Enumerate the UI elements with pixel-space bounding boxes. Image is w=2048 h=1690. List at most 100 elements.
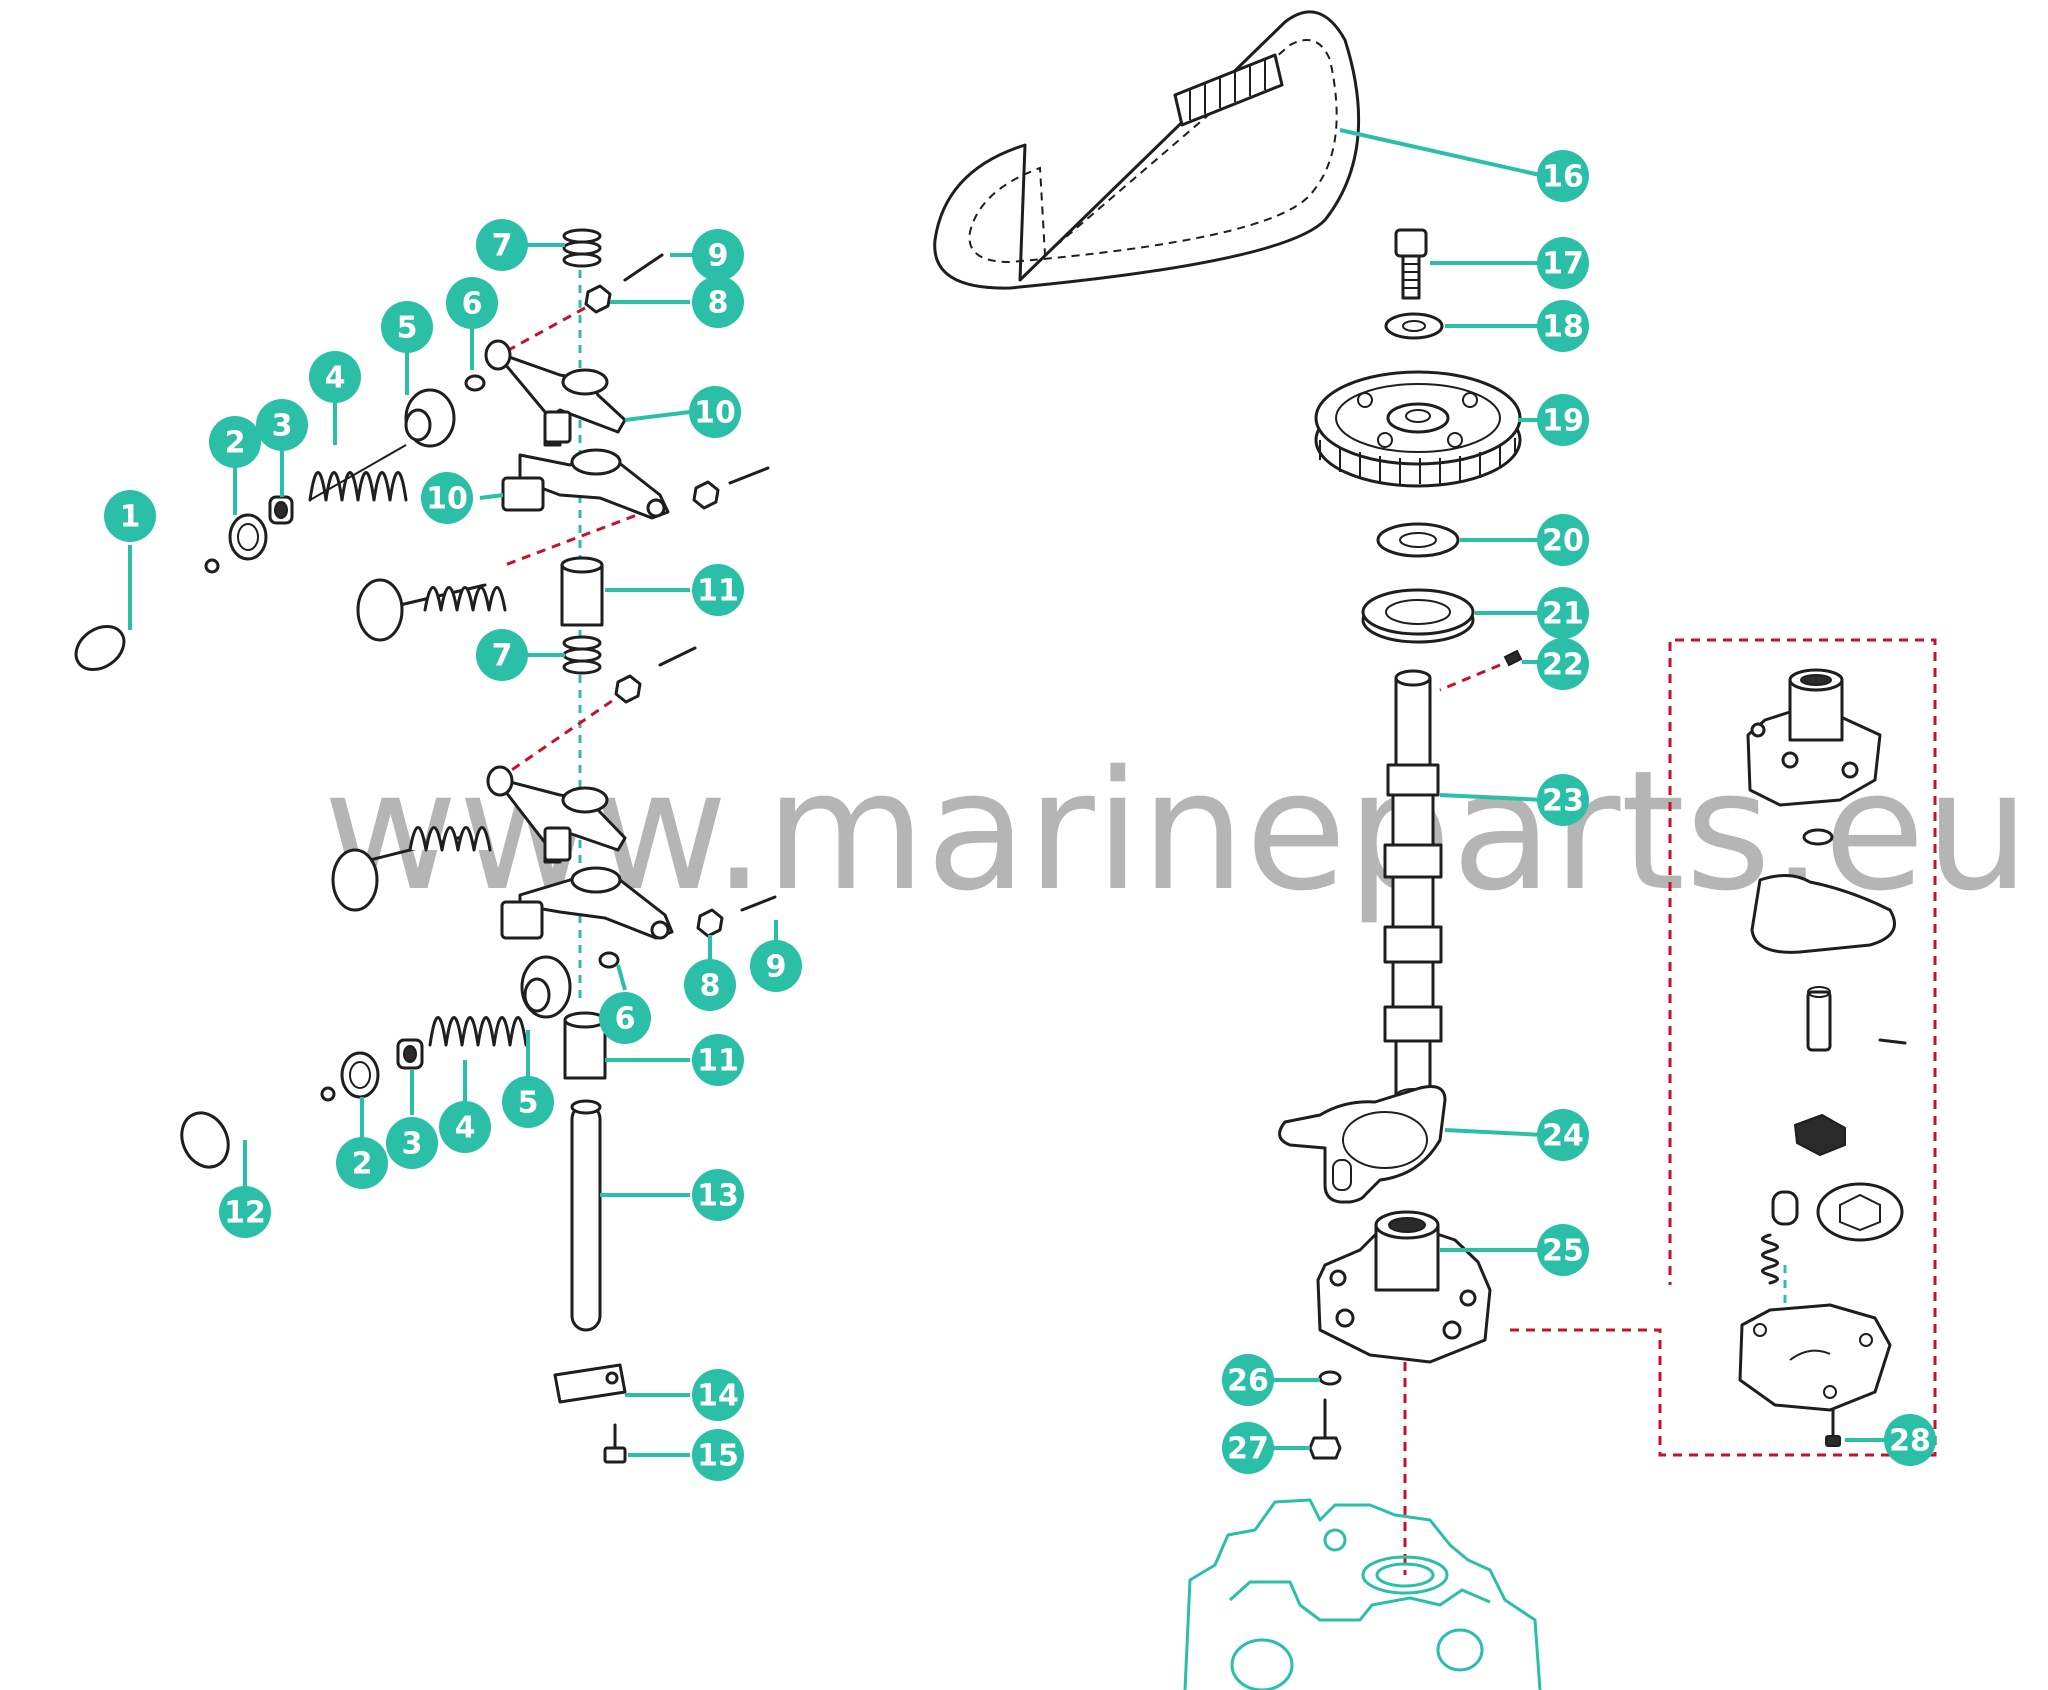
pump-seal-ring (1750, 874, 1896, 954)
callout-circle (1537, 150, 1589, 202)
alignment-line (504, 508, 651, 567)
callout-badge-9: 9 (750, 940, 802, 992)
tappet (560, 556, 604, 627)
callout-badge-7: 7 (476, 629, 528, 681)
callout-label: 27 (1227, 1432, 1269, 1467)
callout-circle (1537, 638, 1589, 690)
callout-badge-5: 5 (502, 1076, 554, 1128)
callout-badge-15: 15 (692, 1429, 744, 1481)
alignment-line (504, 306, 586, 354)
valvetrain-assembly (74, 228, 777, 1464)
callout-circle (1537, 300, 1589, 352)
callout-circle (309, 351, 361, 403)
callout-label: 6 (615, 1002, 636, 1037)
valve-washer (340, 1051, 380, 1099)
callout-circle (209, 416, 261, 468)
callout-circle (1537, 394, 1589, 446)
callout-circle (599, 992, 651, 1044)
callout-badge-7: 7 (476, 219, 528, 271)
callout-label: 11 (697, 574, 739, 609)
callout-circle (1537, 774, 1589, 826)
callout-circle (692, 1034, 744, 1086)
callout-badge-4: 4 (439, 1101, 491, 1153)
inner-rotor (1793, 1113, 1846, 1157)
callout-label: 17 (1542, 247, 1584, 282)
adjusting-screw (740, 895, 777, 912)
callout-label: 14 (697, 1379, 739, 1414)
pump-base-plate (1738, 1303, 1892, 1412)
callout-label: 13 (697, 1179, 739, 1214)
callout-label: 7 (492, 229, 513, 264)
callout-label: 1 (120, 500, 141, 535)
callout-circle (692, 1169, 744, 1221)
callout-label: 2 (352, 1147, 373, 1182)
callout-badge-10: 10 (421, 472, 473, 524)
callout-circle (692, 229, 744, 281)
callout-label: 7 (492, 639, 513, 674)
oil-seal (1361, 588, 1475, 644)
callout-circle (692, 1369, 744, 1421)
callout-circle (750, 940, 802, 992)
oil-pump-cover-detail (1746, 668, 1882, 807)
callout-label: 3 (402, 1127, 423, 1162)
callout-badge-18: 18 (1537, 300, 1589, 352)
spring-retainer (404, 388, 456, 448)
callout-badge-8: 8 (692, 276, 744, 328)
callout-badge-11: 11 (692, 1034, 744, 1086)
callout-badge-13: 13 (692, 1169, 744, 1221)
adjusting-screw (728, 466, 770, 485)
callout-badge-24: 24 (1537, 1109, 1589, 1161)
adjuster-nut (584, 284, 612, 314)
callout-badge-6: 6 (446, 277, 498, 329)
callout-badge-14: 14 (692, 1369, 744, 1421)
callout-label: 4 (455, 1111, 476, 1146)
push-rod (570, 1099, 602, 1332)
callout-circle (1222, 1422, 1274, 1474)
callout-badge-17: 17 (1537, 237, 1589, 289)
callout-circle (336, 1137, 388, 1189)
camshaft (1383, 669, 1443, 1104)
callout-label: 2 (225, 426, 246, 461)
callout-circle (421, 472, 473, 524)
callout-label: 26 (1227, 1364, 1269, 1399)
oil-pump-housing (1316, 1210, 1492, 1364)
callout-circle (104, 490, 156, 542)
sprocket-washer (1384, 312, 1444, 340)
relief-spring (1761, 1233, 1779, 1285)
callout-label: 21 (1542, 597, 1584, 632)
cam-sprocket (1314, 370, 1522, 488)
crankcase-housing (1183, 1498, 1542, 1690)
callout-circle (386, 1117, 438, 1169)
callout-circle (1537, 1109, 1589, 1161)
adjusting-screw (658, 646, 697, 667)
callout-circle (692, 1429, 744, 1481)
callout-label: 18 (1542, 310, 1584, 345)
callout-badge-20: 20 (1537, 514, 1589, 566)
adjuster-nut (696, 908, 724, 938)
callout-badge-6: 6 (599, 992, 651, 1044)
callout-badge-9: 9 (692, 229, 744, 281)
valve-washer (228, 513, 268, 561)
callout-label: 15 (697, 1439, 739, 1474)
callout-badge-8: 8 (684, 959, 736, 1011)
callout-label: 5 (518, 1086, 539, 1121)
callout-badge-19: 19 (1537, 394, 1589, 446)
callout-label: 19 (1542, 404, 1584, 439)
callout-badge-21: 21 (1537, 587, 1589, 639)
callout-label: 8 (700, 969, 721, 1004)
retaining-plate (553, 1363, 627, 1404)
woodruff-key (1503, 649, 1523, 667)
callout-circle (1537, 587, 1589, 639)
callout-label: 10 (426, 482, 468, 517)
callout-label: 5 (397, 311, 418, 346)
pump-gasket (1278, 1085, 1447, 1204)
drive-pin (1878, 1038, 1907, 1045)
callout-label: 20 (1542, 524, 1584, 559)
callout-circle (684, 959, 736, 1011)
adjuster-nut (614, 674, 642, 704)
callout-label: 9 (708, 239, 729, 274)
callout-circle (1222, 1354, 1274, 1406)
callout-circle (689, 386, 741, 438)
callout-circle (502, 1076, 554, 1128)
